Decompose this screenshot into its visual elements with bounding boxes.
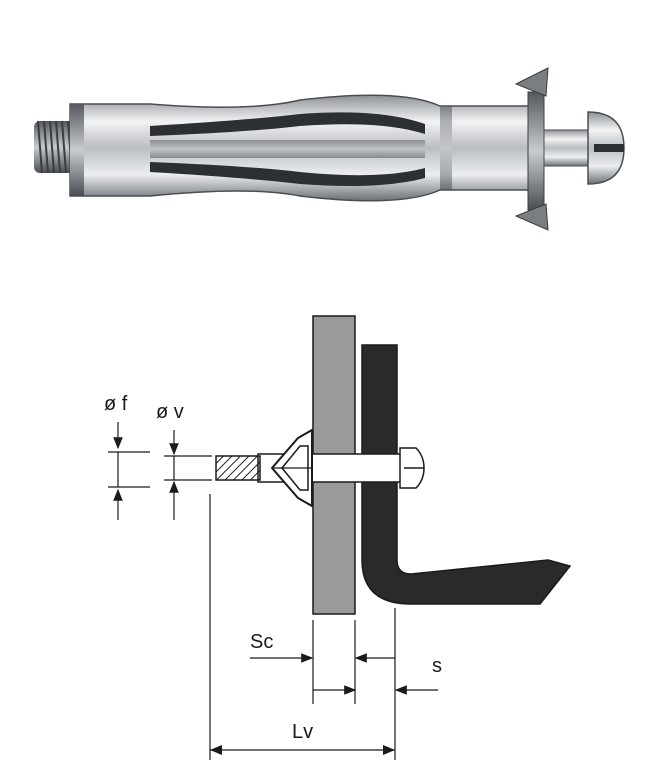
threaded-end bbox=[215, 455, 261, 481]
dim-s bbox=[354, 653, 438, 695]
threaded-tip bbox=[34, 120, 76, 174]
anchor-photo bbox=[34, 67, 625, 231]
label-s: s bbox=[432, 655, 442, 677]
dim-sc bbox=[250, 653, 357, 695]
screw-head bbox=[543, 111, 625, 185]
dim-dia-f bbox=[108, 422, 150, 520]
label-sc: Sc bbox=[250, 631, 273, 653]
dim-lv bbox=[210, 745, 395, 755]
label-dia-f: ø f bbox=[104, 393, 128, 415]
label-lv: Lv bbox=[292, 721, 313, 743]
installation-diagram: ø f ø v Sc s bbox=[104, 315, 572, 760]
label-dia-v: ø v bbox=[156, 401, 184, 423]
sleeve-slots bbox=[150, 112, 425, 186]
l-bracket bbox=[361, 344, 572, 605]
anchor-flange bbox=[514, 67, 549, 231]
dim-dia-v bbox=[164, 430, 212, 520]
